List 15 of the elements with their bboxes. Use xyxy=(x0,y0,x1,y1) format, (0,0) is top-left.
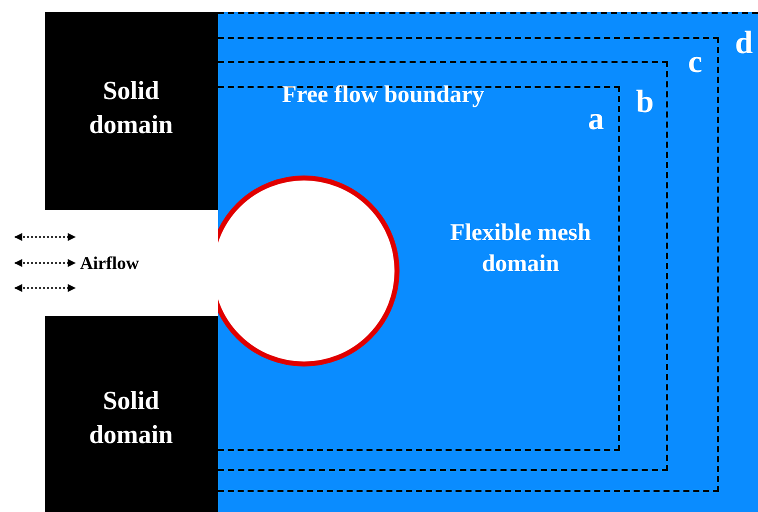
domain-label: Solid domain xyxy=(88,385,174,451)
dashed-boundary xyxy=(218,61,668,471)
dashed-boundary xyxy=(218,37,719,492)
domain-label: Solid domain xyxy=(88,75,174,141)
domain-label: Flexible mesh domain xyxy=(449,219,592,280)
boundary-letter: a xyxy=(588,102,605,134)
boundary-letter: d xyxy=(735,26,754,58)
mesh-domain-region xyxy=(218,12,758,512)
solid-domain-block xyxy=(45,12,218,210)
boundary-letter: b xyxy=(636,85,655,117)
boundary-letter: c xyxy=(688,45,704,77)
boundary-label: Free flow boundary xyxy=(282,81,484,110)
solid-domain-block xyxy=(45,316,218,512)
airflow-label: Airflow xyxy=(80,252,139,275)
dashed-boundary xyxy=(218,86,620,451)
